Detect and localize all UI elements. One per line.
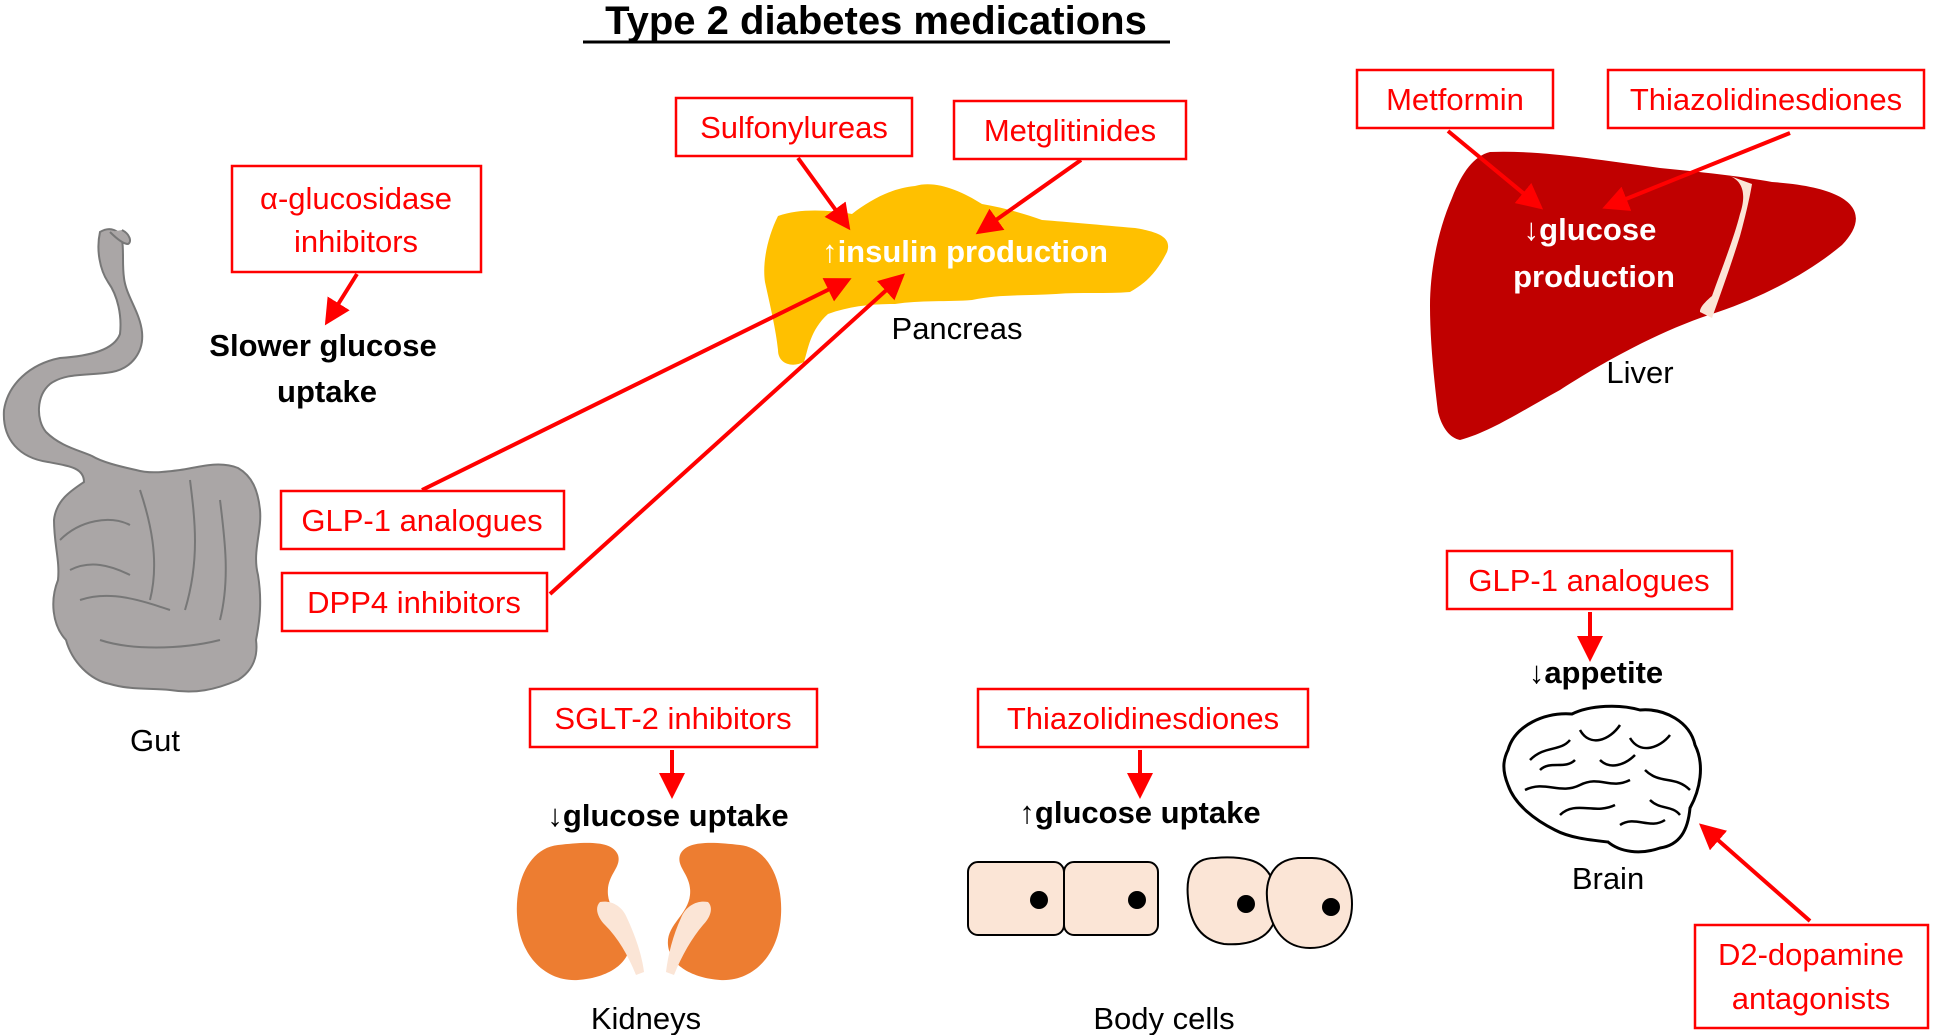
kidneys-label: Kidneys <box>591 1001 701 1035</box>
arrow-sulfonylureas-to-pancreas <box>796 156 851 231</box>
drug-metformin-label: Metformin <box>1386 82 1524 117</box>
drug-thiazolidinediones-liver-label: Thiazolidinesdiones <box>1630 82 1902 117</box>
drug-thiazolidinediones-liver: Thiazolidinesdiones <box>1606 68 1926 130</box>
liver-label: Liver <box>1606 355 1673 390</box>
arrow-glp1-to-pancreas <box>421 278 852 492</box>
drug-thiazolidinediones-cells: Thiazolidinesdiones <box>976 687 1310 749</box>
kidneys-effect: ↓glucose uptake <box>547 798 788 833</box>
drug-metglitinides: Metglitinides <box>952 99 1188 161</box>
gut-label: Gut <box>130 723 180 758</box>
pancreas-label: Pancreas <box>892 311 1023 346</box>
arrow-d2-to-brain <box>1698 823 1812 923</box>
arrow-metglitinides-to-pancreas <box>975 158 1083 235</box>
drug-alpha-glucosidase-line1: α-glucosidase <box>260 181 452 216</box>
drug-sulfonylureas-label: Sulfonylureas <box>700 110 888 145</box>
gut-effect-line1: Slower glucose <box>209 328 436 363</box>
pancreas-illustration <box>764 184 1169 365</box>
drug-glp1-gut-label: GLP-1 analogues <box>301 503 542 538</box>
drug-sglt2-label: SGLT-2 inhibitors <box>554 701 791 736</box>
drug-glp1-brain-label: GLP-1 analogues <box>1468 563 1709 598</box>
arrow-dpp4-to-pancreas <box>548 273 905 596</box>
drug-alpha-glucosidase-inhibitors: α-glucosidase inhibitors <box>230 164 483 274</box>
drug-glp1-analogues-gut: GLP-1 analogues <box>279 489 566 551</box>
drug-d2-line1: D2-dopamine <box>1718 937 1904 972</box>
drug-metformin: Metformin <box>1355 68 1555 130</box>
drug-dpp4-inhibitors: DPP4 inhibitors <box>280 571 549 633</box>
drug-sglt2-inhibitors: SGLT-2 inhibitors <box>528 687 819 749</box>
arrow-metformin-to-liver <box>1446 129 1544 210</box>
brain-illustration <box>1502 704 1702 854</box>
pancreas-effect: ↑insulin production <box>822 234 1108 269</box>
drug-d2-line2: antagonists <box>1732 981 1891 1016</box>
liver-effect-line2: production <box>1513 259 1675 294</box>
drug-metglitinides-label: Metglitinides <box>984 113 1156 148</box>
arrow-alpha-glucosidase-to-gut <box>324 272 359 326</box>
drug-sulfonylureas: Sulfonylureas <box>674 96 914 158</box>
drug-d2-dopamine-antagonists: D2-dopamine antagonists <box>1693 923 1930 1030</box>
liver-illustration <box>1430 151 1856 440</box>
gut-effect-line2: uptake <box>277 374 377 409</box>
brain-label: Brain <box>1572 861 1644 896</box>
arrow-thiazolidinediones-to-liver <box>1602 131 1791 211</box>
body-cells-label: Body cells <box>1093 1001 1234 1035</box>
drug-dpp4-label: DPP4 inhibitors <box>307 585 521 620</box>
gut-illustration <box>2 228 262 693</box>
drug-alpha-glucosidase-line2: inhibitors <box>294 224 418 259</box>
body-cells-effect: ↑glucose uptake <box>1019 795 1260 830</box>
liver-effect-line1: ↓glucose <box>1524 212 1657 247</box>
drug-thiazolidinediones-cells-label: Thiazolidinesdiones <box>1007 701 1279 736</box>
body-cells-illustration <box>967 856 1354 950</box>
drug-glp1-analogues-brain: GLP-1 analogues <box>1445 549 1734 611</box>
page-title: Type 2 diabetes medications <box>605 0 1147 43</box>
brain-effect: ↓appetite <box>1529 655 1663 690</box>
kidneys-illustration <box>516 842 782 981</box>
